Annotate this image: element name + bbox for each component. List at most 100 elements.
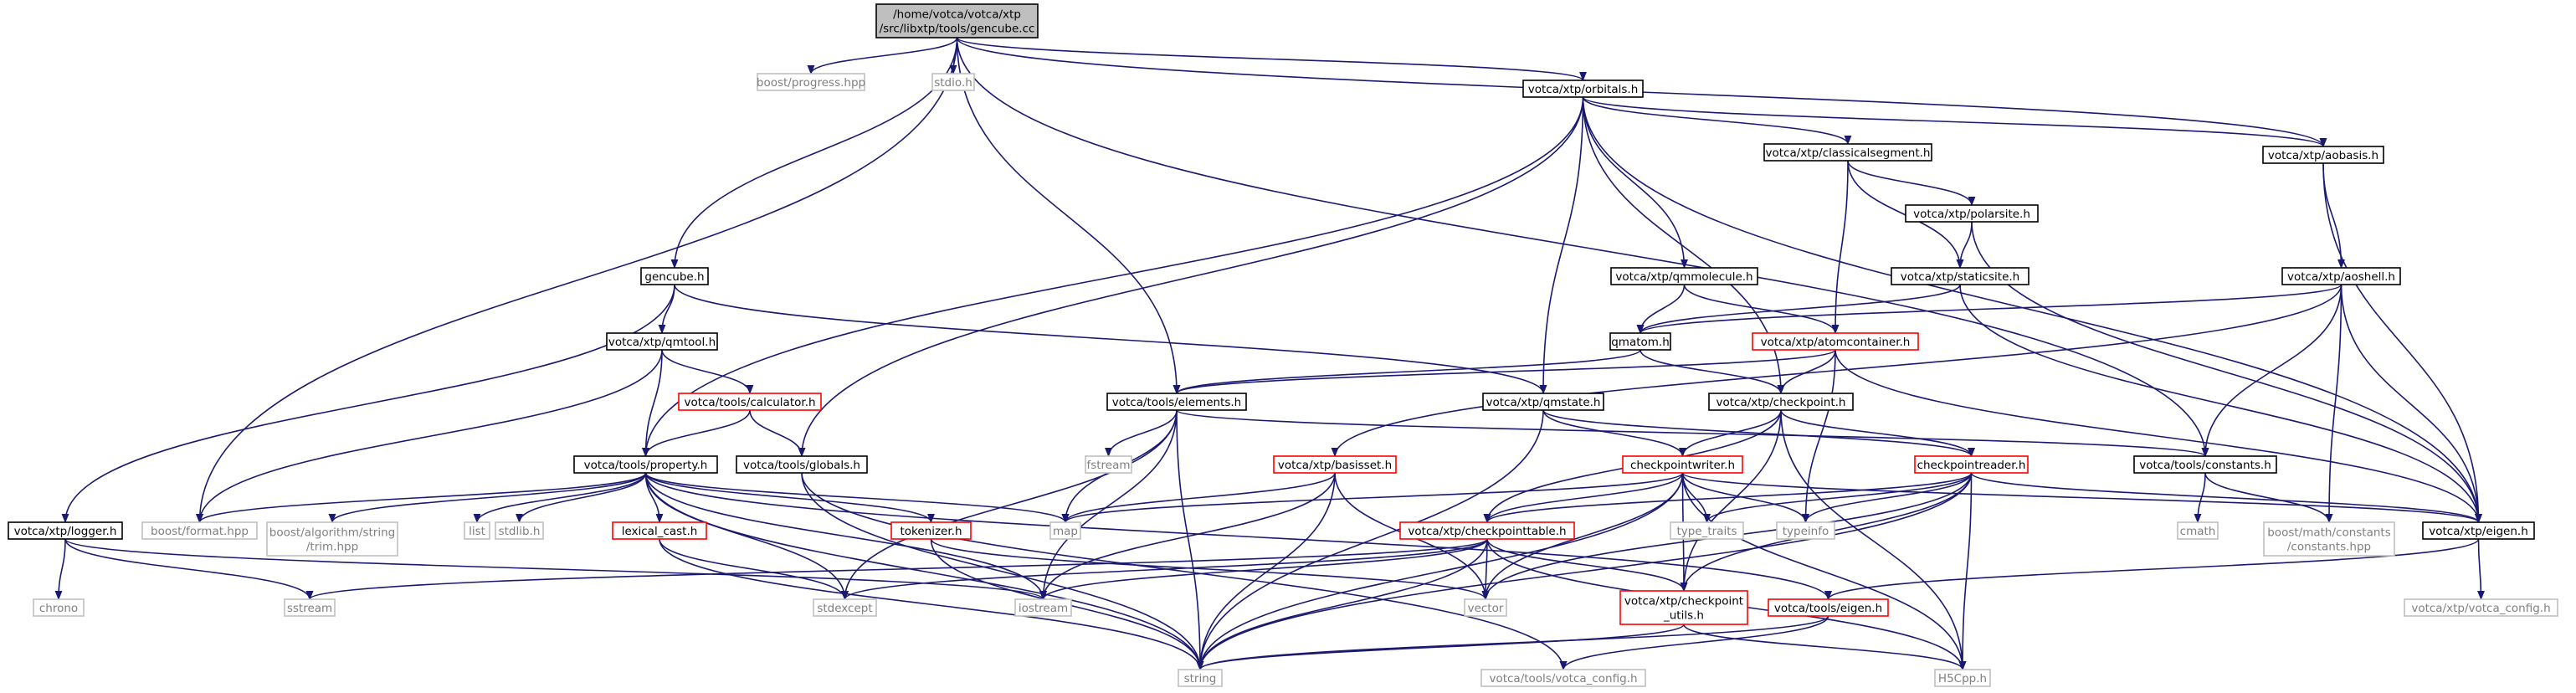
- node-checkpoint[interactable]: votca/xtp/checkpoint.h: [1708, 393, 1854, 411]
- node-aobasis[interactable]: votca/xtp/aobasis.h: [2262, 146, 2384, 164]
- node-sstream: sstream: [284, 598, 336, 617]
- node-label-stdio: stdio.h: [934, 76, 972, 90]
- edge-basisset-to-map: [1061, 472, 1336, 524]
- edge-elements-to-fstream: [1105, 409, 1178, 458]
- edge-property-to-list: [473, 472, 647, 524]
- edge-qmmolecule-to-atomcontainer: [1683, 284, 1840, 335]
- edge-cptable-to-vector: [1481, 538, 1490, 601]
- node-cputils[interactable]: votca/xtp/checkpoint_utils.h: [1619, 590, 1748, 625]
- edge-constants-to-mathconst: [2204, 472, 2333, 524]
- edge-cptable-to-string: [1196, 538, 1488, 671]
- node-atomcontainer[interactable]: votca/xtp/atomcontainer.h: [1752, 332, 1919, 351]
- edge-tokenizer-to-vector: [930, 538, 1490, 601]
- node-type_traits: type_traits: [1670, 521, 1744, 540]
- node-box-mathconst: [2263, 521, 2395, 557]
- node-property[interactable]: votca/tools/property.h: [573, 455, 718, 474]
- edge-root-to-constants: [956, 37, 2209, 458]
- node-polarsite[interactable]: votca/xtp/polarsite.h: [1905, 204, 2039, 223]
- edge-qmatom-to-elements: [1173, 349, 1641, 395]
- node-aoshell[interactable]: votca/xtp/aoshell.h: [2281, 267, 2401, 285]
- node-gencube[interactable]: gencube.h: [640, 267, 709, 285]
- node-label-tokenizer: tokenizer.h: [900, 525, 962, 538]
- edge-gencube-to-logger: [61, 284, 675, 524]
- edge-aoshell-to-constants: [2201, 284, 2343, 458]
- edge-property-to-eigentools: [644, 472, 1832, 601]
- edge-root-to-format: [196, 37, 958, 524]
- node-lexical[interactable]: lexical_cast.h: [612, 521, 707, 540]
- node-cmath: cmath: [2177, 521, 2219, 540]
- node-label-atomcontainer: votca/xtp/atomcontainer.h: [1761, 336, 1911, 349]
- node-qmtool[interactable]: votca/xtp/qmtool.h: [606, 332, 718, 351]
- node-box-calculator: [678, 393, 822, 411]
- edge-root-to-progress: [807, 37, 958, 75]
- node-label-root: /home/votca/votca/xtp: [893, 8, 1021, 22]
- node-label-xtpvotcaconfig: votca/xtp/votca_config.h: [2411, 602, 2550, 615]
- edge-orbitals-to-property: [642, 96, 1584, 458]
- node-cpreader[interactable]: checkpointreader.h: [1914, 455, 2029, 474]
- node-box-stdlib: [495, 521, 544, 540]
- edge-property-to-string: [644, 472, 1204, 671]
- edge-staticsite-to-qmatom: [1636, 284, 1961, 335]
- edge-qmstate-to-string: [1196, 409, 1544, 671]
- edge-qmstate-to-cpwriter: [1542, 409, 1686, 458]
- node-calculator[interactable]: votca/tools/calculator.h: [678, 393, 822, 411]
- node-cptable[interactable]: votca/xtp/checkpointtable.h: [1399, 521, 1575, 540]
- edge-atomcontainer-to-checkpoint: [1777, 349, 1836, 395]
- node-box-cpwriter: [1622, 455, 1743, 474]
- node-label-h5cpp: H5Cpp.h: [1938, 672, 1987, 685]
- edge-globals-to-toolsvotcaconfig: [801, 472, 1568, 671]
- node-mathconst: boost/math/constants/constants.hpp: [2263, 521, 2395, 557]
- node-label-format: boost/format.hpp: [151, 525, 249, 538]
- edge-eigenxtp-to-eigentools: [1824, 538, 2480, 601]
- edge-logger-to-sstream: [64, 538, 314, 601]
- node-label-mathconst: boost/math/constants: [2267, 526, 2391, 540]
- node-root[interactable]: /home/votca/votca/xtp/src/libxtp/tools/g…: [875, 3, 1039, 38]
- node-label-fstream: fstream: [1086, 459, 1130, 472]
- node-box-list: [464, 521, 490, 540]
- node-classical[interactable]: votca/xtp/classicalsegment.h: [1763, 143, 1932, 162]
- node-staticsite[interactable]: votca/xtp/staticsite.h: [1891, 267, 2029, 285]
- node-globals[interactable]: votca/tools/globals.h: [736, 455, 868, 474]
- node-orbitals[interactable]: votca/xtp/orbitals.h: [1522, 80, 1644, 98]
- edge-cpwriter-to-cptable: [1483, 472, 1684, 524]
- edge-aoshell-to-basisset: [1331, 284, 2343, 458]
- node-box-tokenizer: [890, 521, 972, 540]
- edge-property-to-stdexcept: [644, 472, 849, 601]
- node-qmatom[interactable]: qmatom.h: [1609, 332, 1671, 351]
- node-box-root: [875, 3, 1039, 38]
- node-label-elements: votca/tools/elements.h: [1112, 396, 1241, 409]
- node-label-polarsite: votca/xtp/polarsite.h: [1913, 208, 2030, 221]
- node-label-checkpoint: votca/xtp/checkpoint.h: [1716, 396, 1846, 409]
- node-basisset[interactable]: votca/xtp/basisset.h: [1273, 455, 1397, 474]
- node-box-stdio: [931, 73, 975, 91]
- edge-staticsite-to-eigenxtp: [1959, 284, 2482, 524]
- node-trim: boost/algorithm/string/trim.hpp: [266, 521, 398, 557]
- edge-cpreader-to-h5cpp: [1958, 472, 1973, 671]
- node-eigentools[interactable]: votca/tools/eigen.h: [1768, 598, 1889, 617]
- node-label-sstream: sstream: [287, 602, 332, 615]
- edge-elements-to-string: [1176, 409, 1204, 671]
- node-box-basisset: [1273, 455, 1397, 474]
- edge-aoshell-to-eigenxtp: [2340, 284, 2482, 524]
- node-label-eigenxtp: votca/xtp/eigen.h: [2429, 525, 2528, 538]
- edge-qmatom-to-checkpoint: [1640, 349, 1785, 395]
- node-qmstate[interactable]: votca/xtp/qmstate.h: [1482, 393, 1604, 411]
- node-label-qmtool: votca/xtp/qmtool.h: [608, 336, 716, 349]
- file-nodes: /home/votca/votca/xtp/src/libxtp/tools/g…: [8, 3, 2558, 687]
- node-label-trim: /trim.hpp: [306, 541, 358, 554]
- node-cpwriter[interactable]: checkpointwriter.h: [1622, 455, 1743, 474]
- edge-orbitals-to-eigenxtp: [1582, 96, 2482, 524]
- node-constants[interactable]: votca/tools/constants.h: [2133, 455, 2277, 474]
- node-box-h5cpp: [1934, 669, 1991, 687]
- node-box-toolsvotcaconfig: [1480, 669, 1646, 687]
- node-elements[interactable]: votca/tools/elements.h: [1106, 393, 1247, 411]
- node-logger[interactable]: votca/xtp/logger.h: [8, 521, 123, 540]
- node-label-stdlib: stdlib.h: [499, 525, 541, 538]
- node-box-progress: [757, 73, 865, 91]
- node-xtpvotcaconfig: votca/xtp/votca_config.h: [2404, 598, 2558, 617]
- node-string: string: [1178, 669, 1223, 687]
- edge-orbitals-to-qmmolecule: [1582, 96, 1688, 270]
- node-eigenxtp[interactable]: votca/xtp/eigen.h: [2422, 521, 2535, 540]
- node-qmmolecule[interactable]: votca/xtp/qmmolecule.h: [1610, 267, 1758, 285]
- node-tokenizer[interactable]: tokenizer.h: [890, 521, 972, 540]
